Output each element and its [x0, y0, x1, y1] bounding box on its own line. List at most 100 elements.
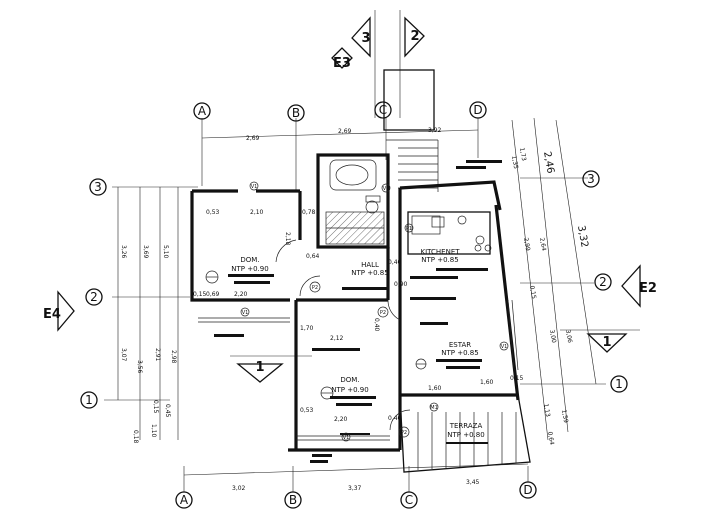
axis-bubble-2-left: 2	[85, 288, 103, 306]
dim-right-l: 0,15	[528, 285, 537, 300]
dim-right-k: 0,64	[546, 431, 555, 446]
axis-bubble-c-top: C	[374, 101, 392, 119]
dim-in-a: 0,53	[206, 209, 220, 216]
svg-text:E4: E4	[43, 307, 61, 322]
svg-text:V1: V1	[383, 186, 390, 192]
axis-bubble-b-top: B	[287, 104, 305, 122]
tag-p2-c: P2	[398, 426, 410, 438]
dim-top-cd: 3,92	[428, 127, 442, 134]
dim-right-h: 3,06	[564, 329, 573, 344]
bathroom	[325, 159, 385, 245]
axis-bubble-a-top: A	[193, 102, 211, 120]
dim-left-c: 5,10	[162, 245, 169, 259]
section-marker-3: 3	[351, 16, 371, 58]
dim-in-f: 0,69	[206, 291, 220, 298]
room-label-estar: ESTAR NTP +0.85	[436, 341, 482, 369]
svg-text:V1: V1	[242, 310, 249, 316]
room-label-dom-2: DOM. NTP +0.90	[330, 376, 376, 406]
room-label-dom-1: DOM. NTP +0.90	[228, 256, 274, 284]
elevation-marker-e2: E2	[621, 264, 657, 308]
room-label-kitchenet: KITCHENET NTP +0.85	[410, 248, 488, 300]
svg-text:1: 1	[615, 377, 623, 391]
dim-in-d: 2,18	[284, 232, 291, 246]
dim-bottom-cd: 3,45	[466, 479, 480, 486]
dim-in-l: 2,20	[334, 416, 348, 423]
svg-text:2: 2	[90, 290, 98, 304]
tag-v1-bed1: V1	[240, 307, 250, 317]
svg-text:NTP +0.90: NTP +0.90	[231, 265, 268, 273]
svg-text:B: B	[289, 493, 297, 507]
svg-text:V1: V1	[251, 184, 258, 190]
tag-v1-top: V1	[249, 181, 259, 191]
dim-left-i: 0,15	[152, 400, 159, 414]
axis-bubble-1-left: 1	[80, 391, 98, 409]
svg-text:NTP +0.85: NTP +0.85	[421, 256, 458, 264]
svg-text:TERRAZA: TERRAZA	[449, 422, 483, 430]
dim-in-k: 0,40	[373, 318, 380, 332]
axis-bubble-d-bottom: D	[519, 481, 537, 499]
section-lines	[230, 10, 640, 357]
tag-p1: P1	[404, 223, 414, 233]
dim-in-s: 0,90	[394, 281, 408, 288]
svg-text:NTP +0.90: NTP +0.90	[331, 386, 368, 394]
elevation-marker-e3: E3	[331, 47, 353, 71]
dim-left-b: 3,69	[142, 245, 149, 259]
svg-text:P1: P1	[406, 226, 412, 232]
axis-bubble-2-right: 2	[594, 273, 612, 291]
dim-left-e: 3,56	[136, 360, 143, 374]
terrace-slats	[417, 412, 517, 470]
svg-text:C: C	[379, 103, 387, 117]
dim-bottom-bc: 3,37	[348, 485, 362, 492]
dim-right-d: 1,35	[510, 155, 519, 170]
dim-right-b: 3,32	[575, 225, 590, 249]
dim-in-h: 0,64	[306, 253, 320, 260]
dim-top-bd: 2,69	[338, 128, 352, 135]
section-marker-1-left: 1	[236, 360, 284, 383]
svg-text:D: D	[473, 103, 482, 117]
svg-text:E2: E2	[639, 281, 657, 296]
svg-text:V1: V1	[501, 344, 508, 350]
tag-v1-estar: V1	[499, 341, 509, 351]
svg-text:1: 1	[255, 360, 264, 375]
axis-bubble-1-right: 1	[610, 375, 628, 393]
dim-right-g: 3,00	[548, 329, 557, 344]
svg-text:1: 1	[602, 335, 611, 350]
dim-in-o: 1,60	[480, 379, 494, 386]
dim-in-e: 2,20	[234, 291, 248, 298]
kitchenet-counter	[407, 211, 492, 255]
svg-text:B: B	[292, 106, 300, 120]
svg-text:ESTAR: ESTAR	[449, 341, 471, 349]
dim-in-n: 1,60	[428, 385, 442, 392]
walls	[190, 153, 531, 473]
svg-text:P2: P2	[380, 310, 386, 316]
tag-p2-a: P2	[309, 281, 321, 293]
svg-text:E3: E3	[333, 56, 351, 71]
axis-bubble-a-bottom: A	[175, 491, 193, 509]
svg-text:M1: M1	[430, 405, 438, 411]
dim-right-i: 1,13	[542, 403, 551, 418]
svg-text:DOM.: DOM.	[240, 256, 259, 264]
section-marker-2: 2	[404, 16, 425, 58]
dim-left-d: 3,07	[120, 348, 127, 362]
svg-text:P2: P2	[312, 285, 318, 291]
tag-v1-bed2: V1	[341, 432, 351, 442]
svg-text:A: A	[180, 493, 189, 507]
axis-bubble-b-bottom: B	[284, 491, 302, 509]
svg-text:DOM.: DOM.	[340, 376, 359, 384]
svg-text:2: 2	[599, 275, 607, 289]
dim-left-j: 0,45	[164, 404, 171, 418]
tag-p2-b: P2	[377, 306, 389, 318]
doors	[275, 239, 411, 431]
dim-right-e: 2,99	[522, 237, 531, 252]
level-markers	[205, 270, 427, 400]
tag-v1-stair: V1	[381, 183, 391, 193]
dim-right-j: 1,59	[560, 409, 569, 424]
room-label-hall: HALL NTP +0.85	[342, 261, 389, 290]
dim-left-h: 0,18	[132, 430, 139, 444]
dim-in-q: 0,40	[388, 415, 402, 422]
svg-text:3: 3	[587, 172, 595, 186]
redacted-notes	[214, 160, 502, 463]
tag-m1: M1	[429, 402, 439, 412]
svg-text:NTP +0.85: NTP +0.85	[441, 349, 478, 357]
svg-text:NTP +0.80: NTP +0.80	[447, 431, 484, 439]
